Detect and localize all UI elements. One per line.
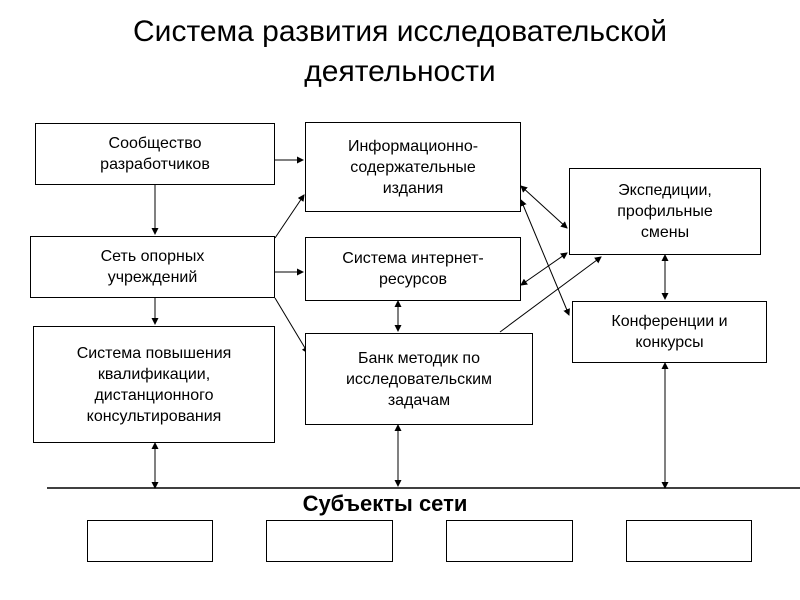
title-line-2: деятельности bbox=[304, 55, 496, 88]
network-subject-box-1 bbox=[87, 520, 213, 562]
box-developers-community-label: Сообщество разработчиков bbox=[100, 135, 210, 173]
diagram-title: Система развития исследовательской деяте… bbox=[0, 12, 800, 92]
box-developers-community: Сообщество разработчиков bbox=[35, 123, 275, 185]
box-internet-resources-label: Система интернет- ресурсов bbox=[342, 250, 484, 288]
box-publications: Информационно- содержательные издания bbox=[305, 122, 521, 212]
box-conferences: Конференции и конкурсы bbox=[572, 301, 767, 363]
box-methods-bank: Банк методик по исследовательским задача… bbox=[305, 333, 533, 425]
arrow-internet-expeditions bbox=[520, 252, 568, 286]
box-internet-resources: Система интернет- ресурсов bbox=[305, 237, 521, 301]
network-subject-box-3 bbox=[446, 520, 573, 562]
arrow-publications-conferences bbox=[520, 199, 570, 316]
box-qualification-system: Система повышения квалификации, дистанци… bbox=[33, 326, 275, 443]
box-base-institutions: Сеть опорных учреждений bbox=[30, 236, 275, 298]
arrow-publications-expeditions bbox=[520, 185, 568, 229]
arrow-network-to-publications bbox=[274, 194, 305, 239]
network-subjects-label: Субъекты сети bbox=[302, 491, 468, 516]
network-subject-box-4 bbox=[626, 520, 752, 562]
box-expeditions: Экспедиции, профильные смены bbox=[569, 168, 761, 255]
box-conferences-label: Конференции и конкурсы bbox=[611, 313, 728, 351]
arrow-network-to-methods bbox=[274, 297, 309, 354]
title-line-1: Система развития исследовательской bbox=[133, 15, 667, 48]
network-subject-box-2 bbox=[266, 520, 393, 562]
box-base-institutions-label: Сеть опорных учреждений bbox=[100, 248, 205, 286]
arrow-methods-to-expeditions bbox=[499, 256, 602, 333]
box-publications-label: Информационно- содержательные издания bbox=[347, 137, 479, 197]
box-qualification-system-label: Система повышения квалификации, дистанци… bbox=[76, 344, 232, 425]
box-methods-bank-label: Банк методик по исследовательским задача… bbox=[345, 349, 493, 409]
box-expeditions-label: Экспедиции, профильные смены bbox=[617, 182, 713, 241]
